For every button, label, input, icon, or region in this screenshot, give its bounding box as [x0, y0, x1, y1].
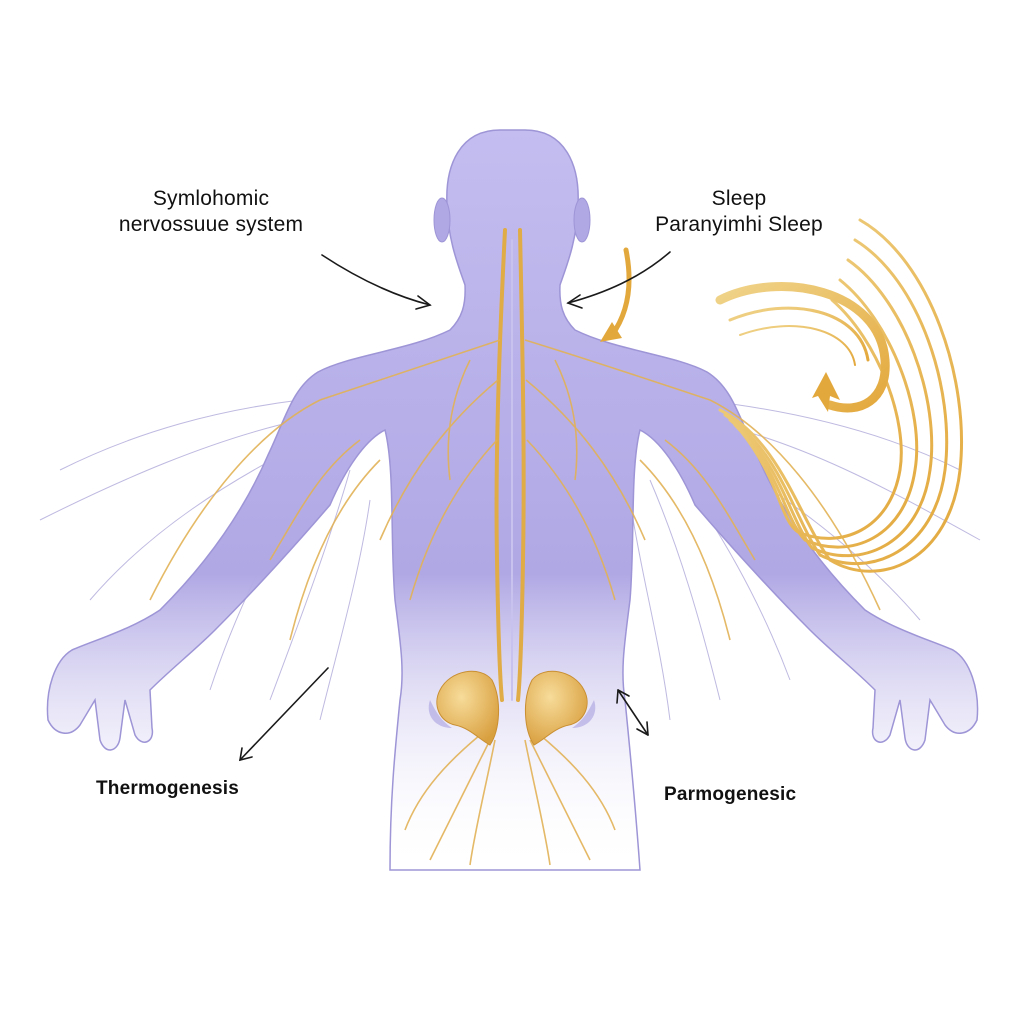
gold-down-arrow-icon — [609, 247, 632, 338]
left-kidney — [436, 670, 500, 746]
parmogenesic-label: Parmogenesic — [664, 784, 797, 805]
parasympathetic-pointer-arrow-icon — [567, 251, 671, 304]
parmogenesic-pointer-arrow-icon — [617, 689, 649, 736]
sympathetic-label-line2: nervossuue system — [118, 213, 304, 236]
gold-nerve-branches — [149, 339, 881, 866]
sympathetic-label: Symlohomic nervossuue system — [104, 186, 318, 238]
right-ear — [573, 197, 591, 243]
left-ear — [433, 197, 451, 243]
kidney-organs — [428, 670, 596, 746]
parasympathetic-label-line2: Paranyimhi Sleep — [655, 213, 823, 236]
sympathetic-label-line1: Symlohomic — [152, 187, 270, 210]
thermogenesis-label: Thermogenesis — [96, 778, 240, 799]
thermogenesis-pointer-arrow-icon — [239, 667, 329, 761]
sleep-swirl-arrows — [715, 218, 964, 573]
right-kidney — [524, 670, 588, 746]
parasympathetic-label-line1: Sleep — [711, 187, 767, 210]
spinal-nerve-trunk — [494, 228, 526, 702]
sympathetic-pointer-arrow-icon — [321, 254, 431, 306]
parasympathetic-label: Sleep Paranyimhi Sleep — [642, 186, 836, 238]
label-pointer-arrows — [239, 251, 671, 762]
swirl-arrowhead-icon — [812, 372, 840, 412]
